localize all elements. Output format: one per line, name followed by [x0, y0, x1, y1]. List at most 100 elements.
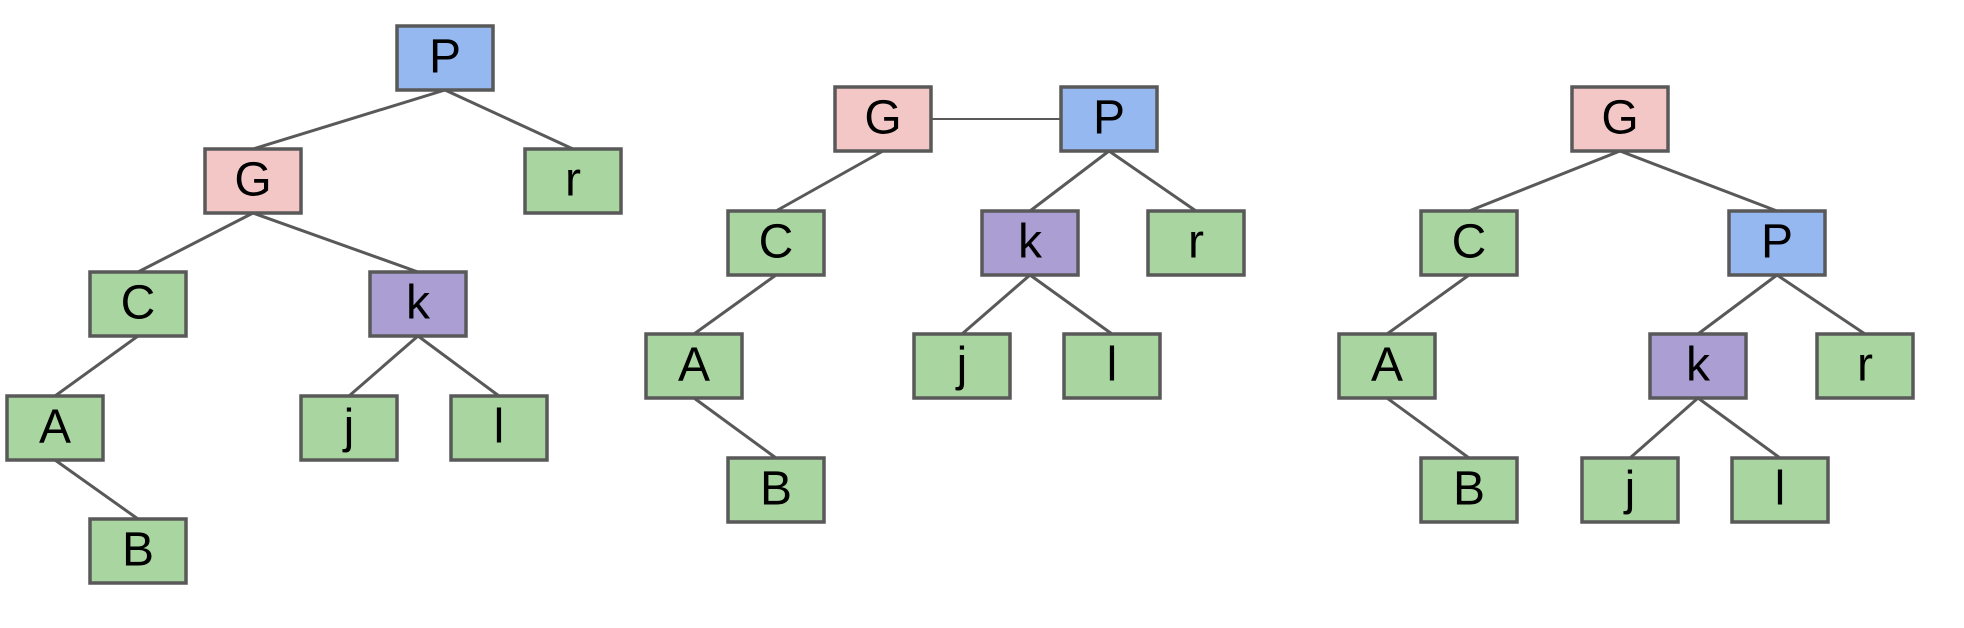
edge-A-B [54, 458, 139, 521]
node-box [980, 209, 1080, 277]
node-box [1337, 332, 1437, 400]
edge-k-j [961, 273, 1031, 336]
edge-P-G [252, 88, 446, 151]
node-box [1059, 85, 1159, 153]
node-label: A [1371, 339, 1403, 392]
node-label: k [406, 277, 431, 330]
edge-k-l [417, 334, 500, 398]
node-label: r [1857, 339, 1873, 392]
edge-C-A [693, 273, 777, 336]
edge-k-j [348, 334, 419, 398]
node-C: C [726, 209, 826, 277]
node-box [1146, 209, 1246, 277]
node-A: A [5, 394, 105, 462]
node-box [88, 517, 188, 585]
node-A: A [1337, 332, 1437, 400]
edge-G-k [252, 211, 419, 274]
node-box [1580, 456, 1680, 524]
node-B: B [726, 456, 826, 524]
node-box [88, 270, 188, 338]
node-B: B [88, 517, 188, 585]
node-l: l [1730, 456, 1830, 524]
edge-C-A [54, 334, 139, 398]
node-box [1648, 332, 1748, 400]
node-label: l [1107, 339, 1118, 392]
node-box [833, 85, 933, 153]
node-l: l [449, 394, 549, 462]
node-C: C [88, 270, 188, 338]
node-box [1062, 332, 1162, 400]
node-k: k [980, 209, 1080, 277]
node-box [1727, 209, 1827, 277]
node-label: P [1093, 92, 1125, 145]
edge-k-j [1629, 396, 1699, 460]
edge-P-r [1108, 149, 1197, 213]
node-C: C [1419, 209, 1519, 277]
node-B: B [1419, 456, 1519, 524]
node-box [912, 332, 1012, 400]
node-r: r [523, 147, 623, 215]
node-label: G [234, 154, 271, 207]
node-G: G [1570, 85, 1670, 153]
node-label: B [760, 463, 792, 516]
node-box [1419, 456, 1519, 524]
node-label: l [494, 401, 505, 454]
left-tree-edges [54, 88, 574, 521]
node-k: k [1648, 332, 1748, 400]
node-k: k [368, 270, 468, 338]
node-label: j [955, 339, 968, 392]
right-tree-edges [1386, 149, 1866, 460]
node-label: k [1686, 339, 1711, 392]
node-label: A [39, 401, 71, 454]
edge-P-r [444, 88, 574, 151]
node-box [449, 394, 549, 462]
node-label: r [565, 154, 581, 207]
node-label: j [342, 401, 355, 454]
node-box [1815, 332, 1915, 400]
middle-tree-edges [693, 118, 1197, 460]
node-G: G [203, 147, 303, 215]
node-box [1570, 85, 1670, 153]
node-r: r [1146, 209, 1246, 277]
node-box [203, 147, 303, 215]
node-label: B [1453, 463, 1485, 516]
node-label: G [864, 92, 901, 145]
node-P: P [1727, 209, 1827, 277]
node-l: l [1062, 332, 1162, 400]
node-box [644, 332, 744, 400]
node-j: j [299, 394, 399, 462]
edge-P-k [1029, 149, 1110, 213]
edge-G-C [1468, 149, 1621, 213]
edge-A-B [693, 396, 777, 460]
node-box [726, 456, 826, 524]
node-box [523, 147, 623, 215]
node-label: B [122, 524, 154, 577]
node-j: j [1580, 456, 1680, 524]
node-P: P [1059, 85, 1159, 153]
edge-G-P [1619, 149, 1778, 213]
node-label: C [1452, 216, 1487, 269]
node-box [5, 394, 105, 462]
node-box [726, 209, 826, 277]
node-box [299, 394, 399, 462]
node-P: P [395, 24, 495, 92]
edge-k-l [1697, 396, 1781, 460]
node-A: A [644, 332, 744, 400]
node-label: l [1775, 463, 1786, 516]
edge-A-B [1386, 396, 1470, 460]
edge-P-k [1697, 273, 1778, 336]
node-G: G [833, 85, 933, 153]
edge-C-A [1386, 273, 1470, 336]
node-j: j [912, 332, 1012, 400]
edge-G-C [137, 211, 254, 274]
node-box [1730, 456, 1830, 524]
edges-layer [54, 88, 1866, 521]
node-box [395, 24, 495, 92]
node-label: P [429, 31, 461, 84]
node-label: P [1761, 216, 1793, 269]
